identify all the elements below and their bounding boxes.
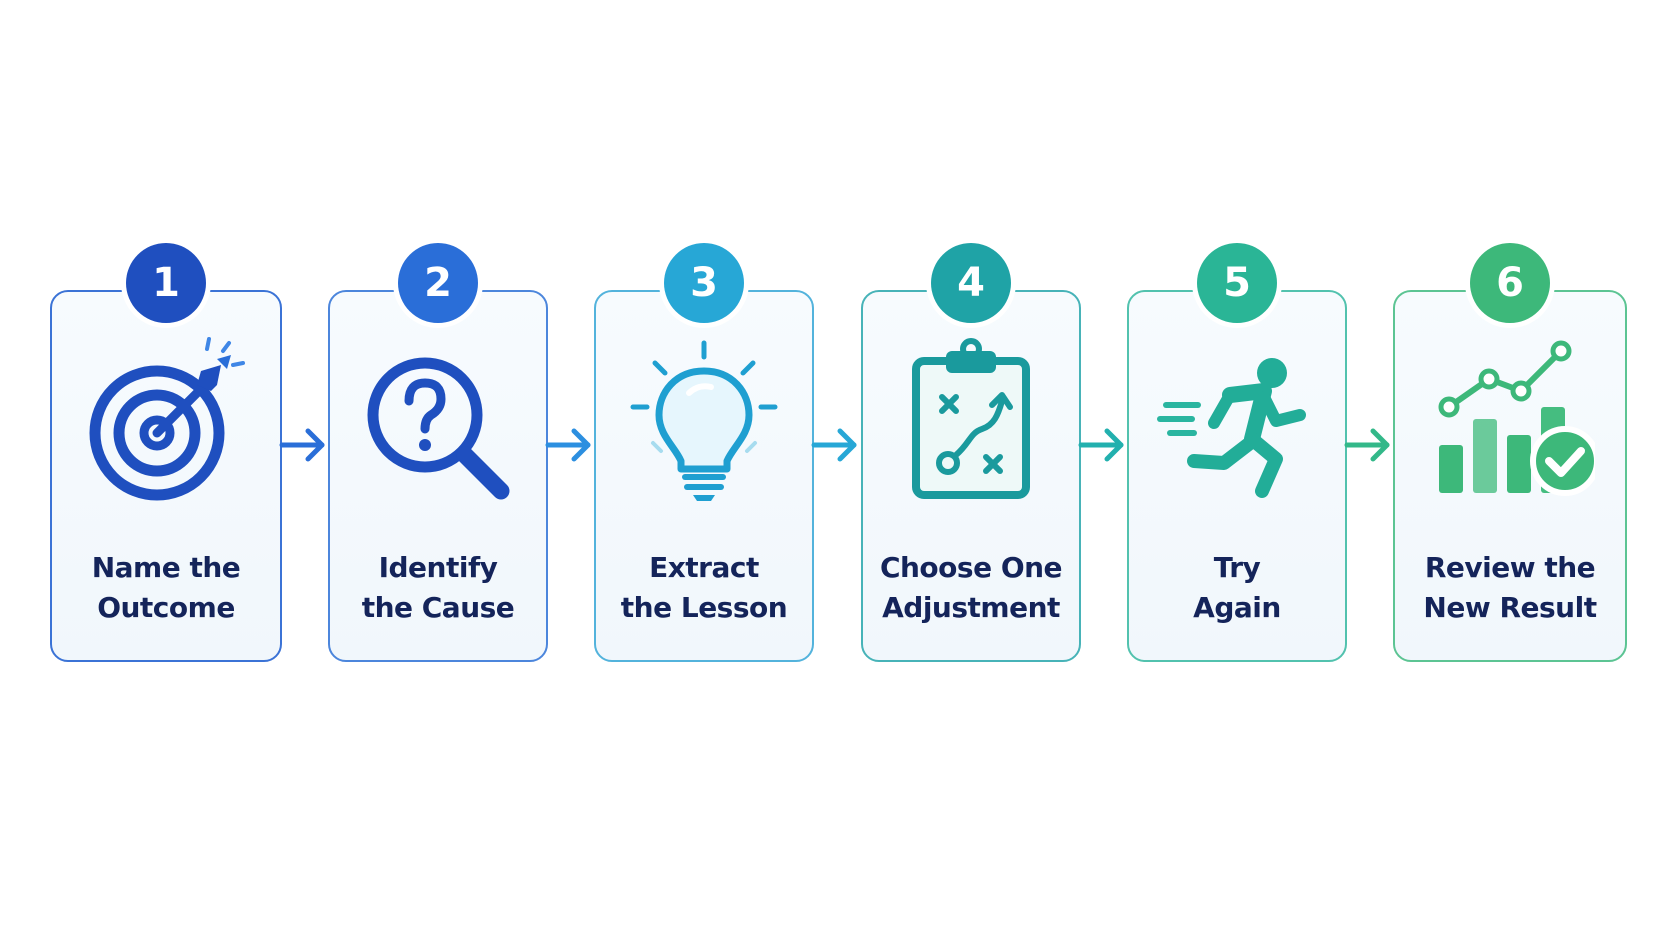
clipboard-strategy-icon [886,335,1056,505]
step-number-badge-2: 2 [398,243,478,323]
step-label-5: Try Again [1122,548,1352,628]
lightbulb-icon [619,335,789,505]
step-label-2: Identify the Cause [323,548,553,628]
magnifier-question-icon [353,335,523,505]
step-label-3-line-2: the Lesson [620,591,788,624]
step-number-badge-1: 1 [126,243,206,323]
step-card-1 [50,290,282,662]
step-label-6-line-2: New Result [1423,591,1597,624]
step-label-3: Extract the Lesson [589,548,819,628]
step-label-4: Choose One Adjustment [856,548,1086,628]
step-label-6: Review the New Result [1395,548,1625,628]
chart-check-icon [1425,335,1595,505]
step-label-6-line-1: Review the [1424,551,1596,584]
step-label-2-line-2: the Cause [361,591,515,624]
step-card-5 [1127,290,1347,662]
flow-arrow-1 [278,425,330,465]
step-label-1-line-2: Outcome [97,591,235,624]
step-label-2-line-1: Identify [378,551,498,584]
step-number-badge-3: 3 [664,243,744,323]
step-label-5-line-2: Again [1193,591,1281,624]
step-number-badge-4: 4 [931,243,1011,323]
step-label-5-line-1: Try [1213,551,1261,584]
step-card-2 [328,290,548,662]
flow-arrow-3 [810,425,862,465]
flow-arrow-2 [544,425,596,465]
step-label-1-line-1: Name the [91,551,241,584]
step-label-3-line-1: Extract [649,551,759,584]
target-arrow-icon [81,335,251,505]
running-person-icon [1152,335,1322,505]
step-number-badge-5: 5 [1197,243,1277,323]
step-number-badge-6: 6 [1470,243,1550,323]
step-label-1: Name the Outcome [51,548,281,628]
flow-arrow-5 [1343,425,1395,465]
flow-arrow-4 [1077,425,1129,465]
step-label-4-line-1: Choose One [879,551,1063,584]
step-label-4-line-2: Adjustment [882,591,1060,624]
